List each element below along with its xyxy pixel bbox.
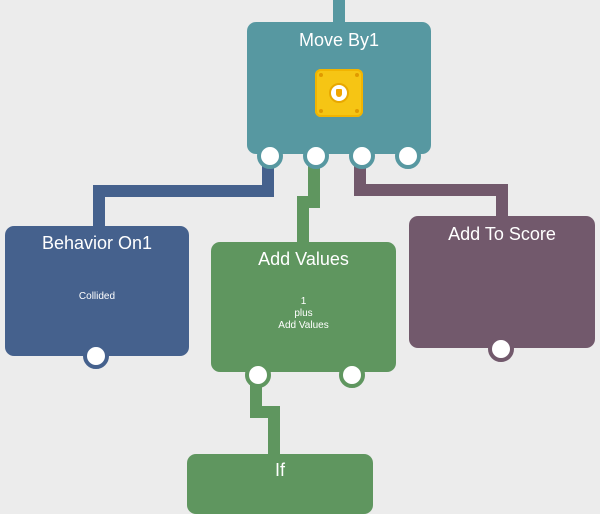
add-to-score-node[interactable]: Add To Score [409,216,595,348]
add-values-port-right[interactable] [339,362,365,388]
wire-move-to-add-score [354,160,508,218]
add-to-score-port[interactable] [488,336,514,362]
coin-badge-icon [315,69,363,117]
move-by-port-2[interactable] [303,143,329,169]
wire-move-to-add-values [297,160,320,244]
behavior-on-detail: Collided [78,291,116,302]
add-values-detail-line-3: Add Values [278,320,329,331]
add-values-node[interactable]: Add Values 1 plus Add Values [211,242,396,372]
move-by-node[interactable]: Move By1 [247,22,431,154]
add-to-score-title: Add To Score [448,224,556,244]
connection-wires [93,0,508,456]
add-values-port-left[interactable] [245,362,271,388]
move-by-port-1[interactable] [257,143,283,169]
behavior-on-node[interactable]: Behavior On1 Collided [5,226,189,356]
move-by-port-3[interactable] [349,143,375,169]
behavior-on-port[interactable] [83,343,109,369]
add-values-detail-line-2: plus [294,308,313,319]
wire-add-values-to-if [250,380,280,456]
add-values-detail-line-1: 1 [300,296,307,307]
move-by-port-4[interactable] [395,143,421,169]
add-values-title: Add Values [258,249,349,269]
if-node[interactable]: If [187,454,373,514]
if-title: If [274,460,285,480]
move-by-title: Move By1 [298,30,380,50]
wire-move-to-behavior [93,160,274,228]
behavior-on-title: Behavior On1 [41,233,153,253]
